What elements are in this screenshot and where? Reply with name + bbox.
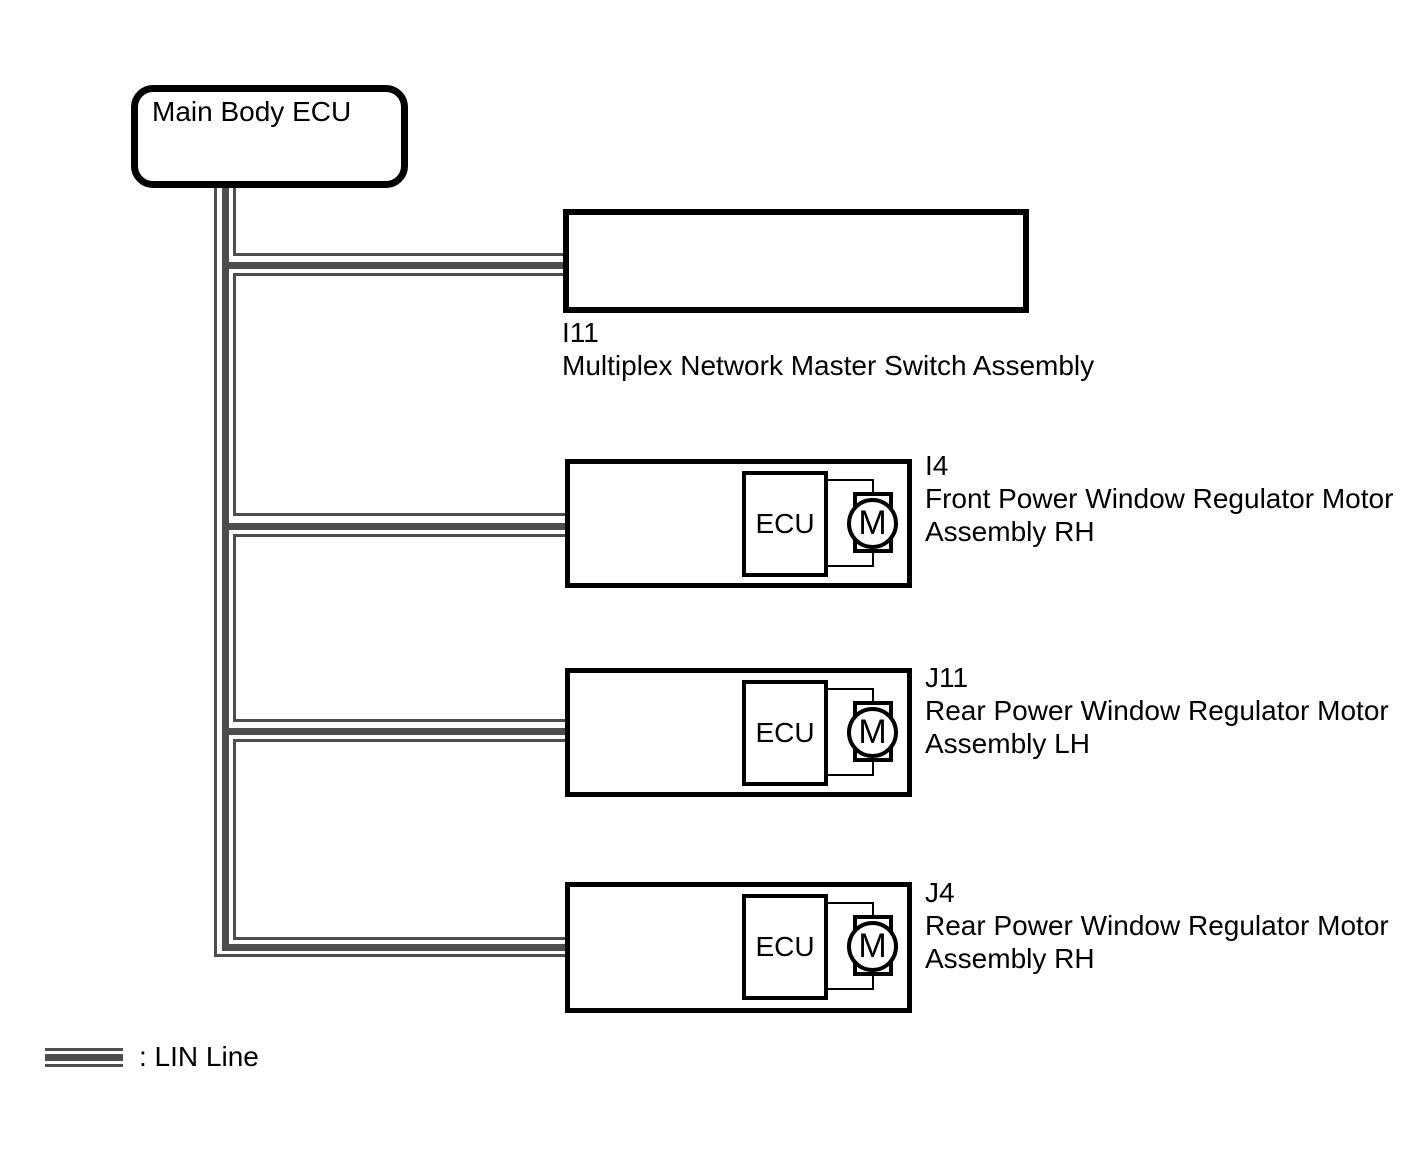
ecu-motor-connector-bottom-h: [828, 565, 874, 567]
device-box-i11: [563, 209, 1029, 313]
ecu-motor-connector-top-h: [828, 479, 874, 481]
lin-trunk-right-thin-1: [233, 186, 236, 256]
device-name-i4-line2: Assembly RH: [925, 516, 1095, 547]
motor-label: M: [858, 927, 887, 965]
ecu-motor-connector-bottom-v: [872, 552, 874, 566]
device-box-i4: ECU M: [565, 459, 912, 588]
ecu-box: ECU: [742, 471, 828, 577]
device-name-i11: Multiplex Network Master Switch Assembly: [562, 350, 1095, 381]
lin-branch-j4-thick: [222, 944, 570, 951]
device-name-j4-line1: Rear Power Window Regulator Motor: [925, 910, 1389, 941]
lin-branch-j11-thick: [222, 728, 570, 735]
legend-line-bottom-thin: [45, 1064, 123, 1067]
device-label-i4: I4 Front Power Window Regulator Motor As…: [925, 449, 1393, 548]
device-code-j4: J4: [925, 877, 955, 908]
lin-branch-j11-top-thin: [233, 719, 570, 722]
ecu-motor-connector-top-h: [828, 688, 874, 690]
lin-branch-j4-top-thin: [233, 937, 570, 940]
lin-branch-i4-bottom-thin: [233, 534, 570, 537]
ecu-motor-connector-bottom-h: [828, 988, 874, 990]
ecu-motor-connector-bottom-h: [828, 774, 874, 776]
device-name-j11-line2: Assembly LH: [925, 728, 1090, 759]
legend-line-top-thin: [45, 1048, 123, 1051]
device-label-j11: J11 Rear Power Window Regulator Motor As…: [925, 661, 1389, 760]
ecu-label: ECU: [755, 931, 815, 962]
device-box-j11: ECU M: [565, 668, 912, 797]
device-box-j4: ECU M: [565, 882, 912, 1013]
main-body-ecu-box: Main Body ECU: [131, 85, 408, 188]
motor-label: M: [858, 713, 887, 751]
device-label-j4: J4 Rear Power Window Regulator Motor Ass…: [925, 876, 1389, 975]
lin-branch-i11-bottom-thin: [233, 273, 570, 276]
lin-branch-j11-bottom-thin: [233, 739, 570, 742]
device-name-j4-line2: Assembly RH: [925, 943, 1095, 974]
lin-branch-i11-top-thin: [233, 253, 570, 256]
lin-branch-j4-bottom-thin: [214, 954, 570, 957]
ecu-motor-connector-bottom-v: [872, 975, 874, 989]
ecu-motor-connector-top-v: [872, 688, 874, 703]
ecu-motor-connector-top-v: [872, 902, 874, 917]
device-code-i4: I4: [925, 450, 949, 481]
lin-trunk-right-thin-3: [233, 534, 236, 722]
lin-trunk-right-thin-2: [233, 273, 236, 516]
ecu-motor-connector-top-h: [828, 902, 874, 904]
ecu-box: ECU: [742, 894, 828, 1000]
ecu-label: ECU: [755, 508, 815, 539]
lin-trunk-thick: [222, 186, 229, 951]
device-code-j11: J11: [925, 662, 969, 693]
lin-branch-i11-thick: [222, 262, 570, 269]
motor-circle: M: [847, 921, 898, 972]
lin-branch-i4-top-thin: [233, 513, 570, 516]
lin-trunk-left-thin: [214, 186, 217, 957]
motor-circle: M: [847, 498, 898, 549]
device-name-i4-line1: Front Power Window Regulator Motor: [925, 483, 1394, 514]
legend-line-thick: [45, 1054, 123, 1061]
legend-label: : LIN Line: [139, 1041, 259, 1072]
device-label-i11: I11 Multiplex Network Master Switch Asse…: [562, 316, 1094, 382]
ecu-box: ECU: [742, 680, 828, 786]
lin-trunk-right-thin-4: [233, 739, 236, 940]
device-code-i11: I11: [562, 317, 599, 348]
ecu-label: ECU: [755, 717, 815, 748]
motor-circle: M: [847, 707, 898, 758]
device-name-j11-line1: Rear Power Window Regulator Motor: [925, 695, 1389, 726]
ecu-motor-connector-bottom-v: [872, 761, 874, 775]
motor-label: M: [858, 504, 887, 542]
main-body-ecu-label: Main Body ECU: [152, 96, 352, 127]
ecu-motor-connector-top-v: [872, 479, 874, 494]
lin-branch-i4-thick: [222, 523, 570, 530]
